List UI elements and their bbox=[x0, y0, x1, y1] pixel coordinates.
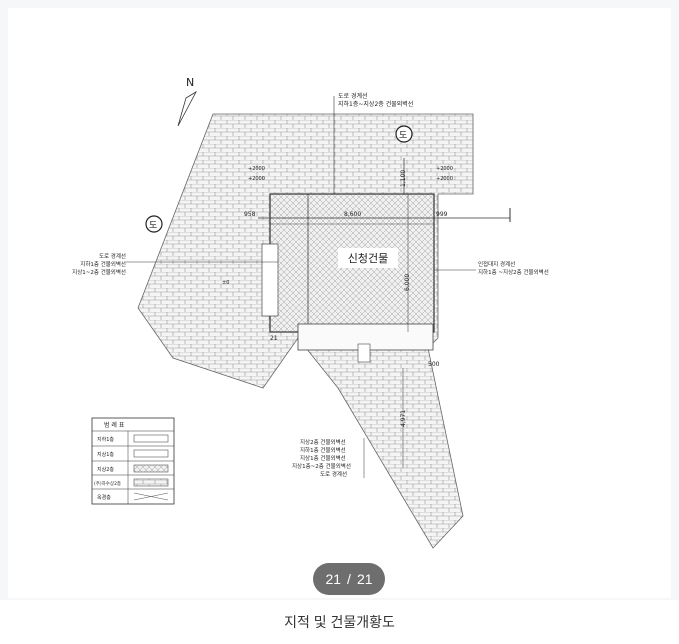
svg-text:+2000: +2000 bbox=[436, 166, 453, 172]
svg-text:(주)하수상2층: (주)하수상2층 bbox=[94, 480, 121, 487]
svg-text:도: 도 bbox=[399, 131, 407, 141]
svg-text:999: 999 bbox=[436, 211, 448, 218]
svg-text:500: 500 bbox=[428, 361, 440, 368]
svg-text:958: 958 bbox=[244, 211, 256, 218]
svg-text:지하1층: 지하1층 bbox=[97, 436, 114, 443]
svg-text:+2000: +2000 bbox=[248, 166, 265, 172]
north-label: N bbox=[186, 76, 194, 89]
north-arrow-icon bbox=[177, 90, 198, 127]
page-counter: 21 / 21 bbox=[313, 563, 385, 595]
svg-text:도: 도 bbox=[149, 221, 157, 231]
svg-text:지하1층 건물외벽선: 지하1층 건물외벽선 bbox=[300, 446, 346, 454]
svg-text:8,600: 8,600 bbox=[344, 211, 361, 218]
svg-text:21: 21 bbox=[270, 335, 278, 342]
svg-text:지하1층 ~지상2층 건물외벽선: 지하1층 ~지상2층 건물외벽선 bbox=[478, 268, 549, 276]
svg-text:범 례 표: 범 례 표 bbox=[104, 421, 125, 429]
svg-text:±0: ±0 bbox=[222, 280, 229, 286]
page-current: 21 bbox=[325, 571, 342, 587]
drawing-sheet: 신청건물 8,600 958 999 1,100 6,000 500 4,971… bbox=[8, 8, 671, 598]
svg-text:4,971: 4,971 bbox=[400, 410, 407, 427]
stair-block bbox=[261, 243, 279, 317]
site-plan-drawing: 신청건물 8,600 958 999 1,100 6,000 500 4,971… bbox=[72, 76, 549, 549]
image-viewer: 신청건물 8,600 958 999 1,100 6,000 500 4,971… bbox=[8, 8, 671, 598]
svg-text:옥경층: 옥경층 bbox=[97, 494, 111, 501]
road-mark-left bbox=[145, 215, 163, 233]
svg-text:도로 경계선: 도로 경계선 bbox=[320, 470, 347, 478]
svg-text:지상1~2층 건물외벽선: 지상1~2층 건물외벽선 bbox=[72, 268, 126, 276]
svg-text:인접대지 경계선: 인접대지 경계선 bbox=[478, 260, 515, 268]
bottom-labels: 지상2층 건물외벽선 지하1층 건물외벽선 지상1층 건물외벽선 지상1층~2층… bbox=[292, 438, 365, 478]
road-label-top-2: 지하1층~지상2층 건물외벽선 bbox=[338, 100, 413, 108]
image-caption: 지적 및 건물개황도 bbox=[0, 600, 679, 644]
building-label: 신청건물 bbox=[348, 252, 388, 265]
page-total: 21 bbox=[356, 571, 373, 587]
legend-table: 범 례 표 지하1층 지상1층 지상2층 (주)하수상2층 옥경층 bbox=[91, 417, 175, 505]
svg-text:지하1층 건물외벽선: 지하1층 건물외벽선 bbox=[80, 260, 126, 268]
svg-text:지상2층 건물외벽선: 지상2층 건물외벽선 bbox=[300, 438, 346, 446]
svg-text:6,000: 6,000 bbox=[404, 274, 411, 291]
svg-text:+2000: +2000 bbox=[436, 176, 453, 182]
road-label-top-1: 도로 경계선 bbox=[338, 92, 368, 100]
road-mark-top bbox=[395, 125, 413, 143]
svg-text:+2000: +2000 bbox=[248, 176, 265, 182]
page-separator: / bbox=[347, 571, 351, 587]
svg-text:지상1층~2층 건물외벽선: 지상1층~2층 건물외벽선 bbox=[292, 462, 351, 470]
svg-text:지상1층 건물외벽선: 지상1층 건물외벽선 bbox=[300, 454, 346, 462]
svg-text:지상2층: 지상2층 bbox=[97, 466, 114, 473]
svg-text:지상1층: 지상1층 bbox=[97, 451, 114, 458]
svg-text:도로 경계선: 도로 경계선 bbox=[99, 252, 126, 260]
svg-text:1,100: 1,100 bbox=[400, 170, 407, 187]
